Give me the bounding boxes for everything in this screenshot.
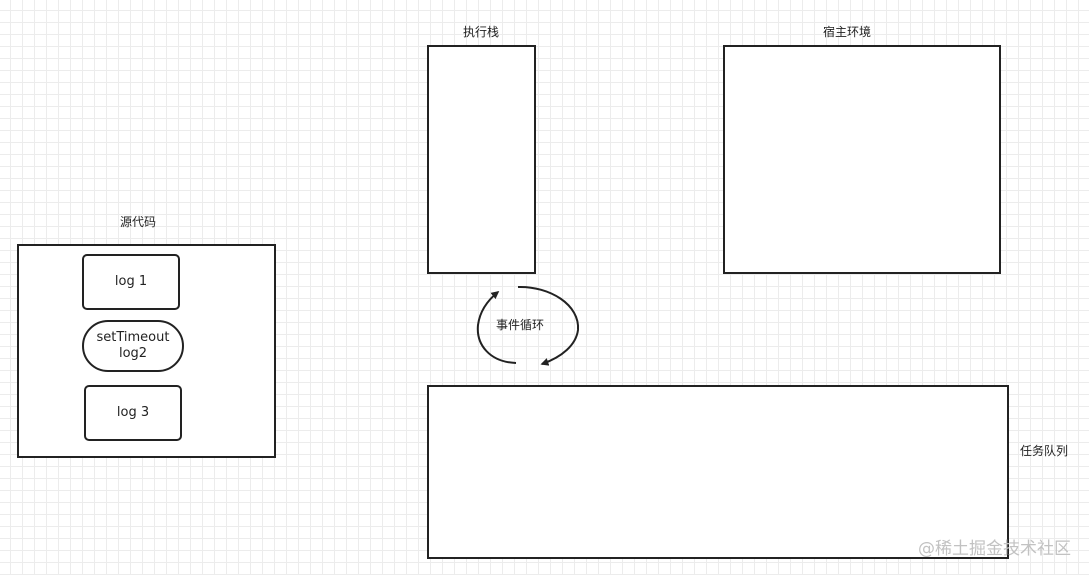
source-code-title: 源代码 (120, 215, 157, 229)
log3-block: log 3 (84, 385, 182, 441)
call-stack-title: 执行栈 (463, 25, 500, 39)
loop-arrow-left (476, 291, 517, 364)
host-environment-title: 宿主环境 (823, 25, 872, 39)
watermark: @稀土掘金技术社区 (918, 539, 1071, 559)
call-stack-box (427, 45, 536, 274)
settimeout-label: setTimeout (96, 330, 170, 345)
event-loop-label: 事件循环 (496, 318, 545, 332)
settimeout-block: setTimeout log2 (82, 320, 184, 372)
settimeout-callback-label: log2 (118, 346, 148, 361)
task-queue-box (427, 385, 1009, 559)
log1-label: log 1 (114, 274, 148, 289)
loop-arrow-right (517, 285, 580, 366)
event-loop-arrows (476, 285, 580, 366)
host-environment-box (723, 45, 1001, 274)
log1-block: log 1 (82, 254, 180, 310)
log3-label: log 3 (116, 405, 150, 420)
task-queue-title: 任务队列 (1020, 444, 1069, 458)
